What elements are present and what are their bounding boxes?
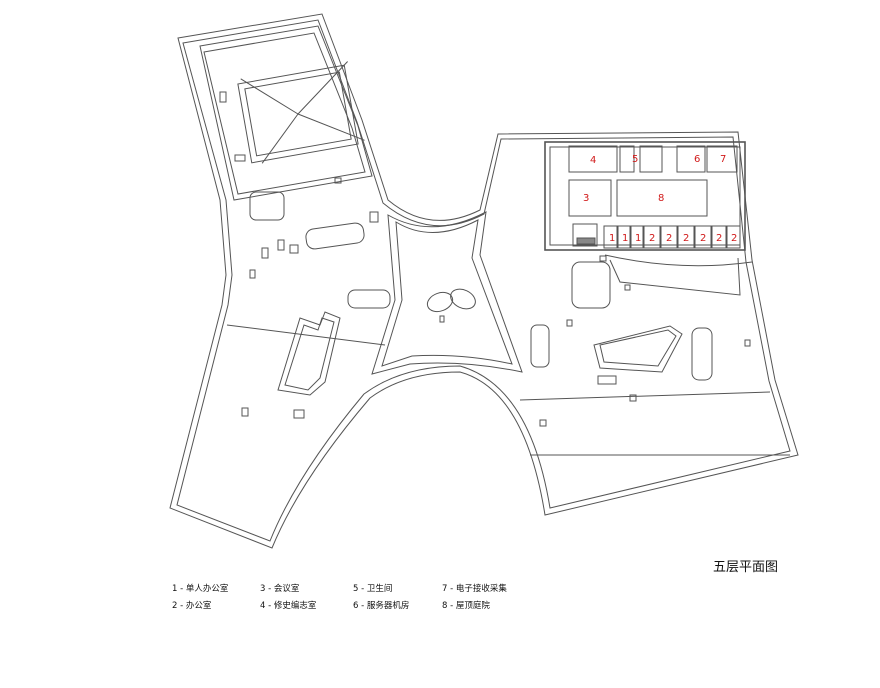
- legend-item: 1 - 单人办公室: [172, 584, 229, 594]
- roof-box: [199, 25, 373, 201]
- room-number: 1: [609, 233, 615, 244]
- room-number: 4: [590, 155, 596, 166]
- room-number: 1: [622, 233, 628, 244]
- legend-item: 5 - 卫生间: [353, 584, 393, 594]
- stair-block: [277, 311, 341, 396]
- skylight-ring: [593, 325, 683, 373]
- room-number: 5: [632, 154, 638, 165]
- room-number: 2: [700, 233, 706, 244]
- skylight: [426, 291, 454, 313]
- room-number: 2: [666, 233, 672, 244]
- legend-item: 3 - 会议室: [260, 584, 300, 594]
- room-number: 2: [683, 233, 689, 244]
- legend-item: 8 - 屋顶庭院: [442, 601, 490, 611]
- room-number: 1: [635, 233, 641, 244]
- room-number: 8: [658, 193, 664, 204]
- room-number: 6: [694, 154, 700, 165]
- room-number: 2: [731, 233, 737, 244]
- room-number: 2: [716, 233, 722, 244]
- legend-item: 2 - 办公室: [172, 601, 212, 611]
- room-number: 7: [720, 154, 726, 165]
- left-wing-inner-outline: [176, 19, 791, 542]
- legend-item: 7 - 电子接收采集: [442, 584, 507, 594]
- drawing-title: 五层平面图: [713, 560, 779, 575]
- room-number: 2: [649, 233, 655, 244]
- pyramid-roof: [237, 64, 359, 164]
- office-block: [544, 141, 746, 251]
- room-number: 3: [583, 193, 589, 204]
- legend-item: 4 - 修史编志室: [260, 601, 317, 611]
- legend-item: 6 - 服务器机房: [353, 601, 410, 611]
- central-void: [371, 211, 523, 375]
- left-wing-outline: [169, 13, 799, 549]
